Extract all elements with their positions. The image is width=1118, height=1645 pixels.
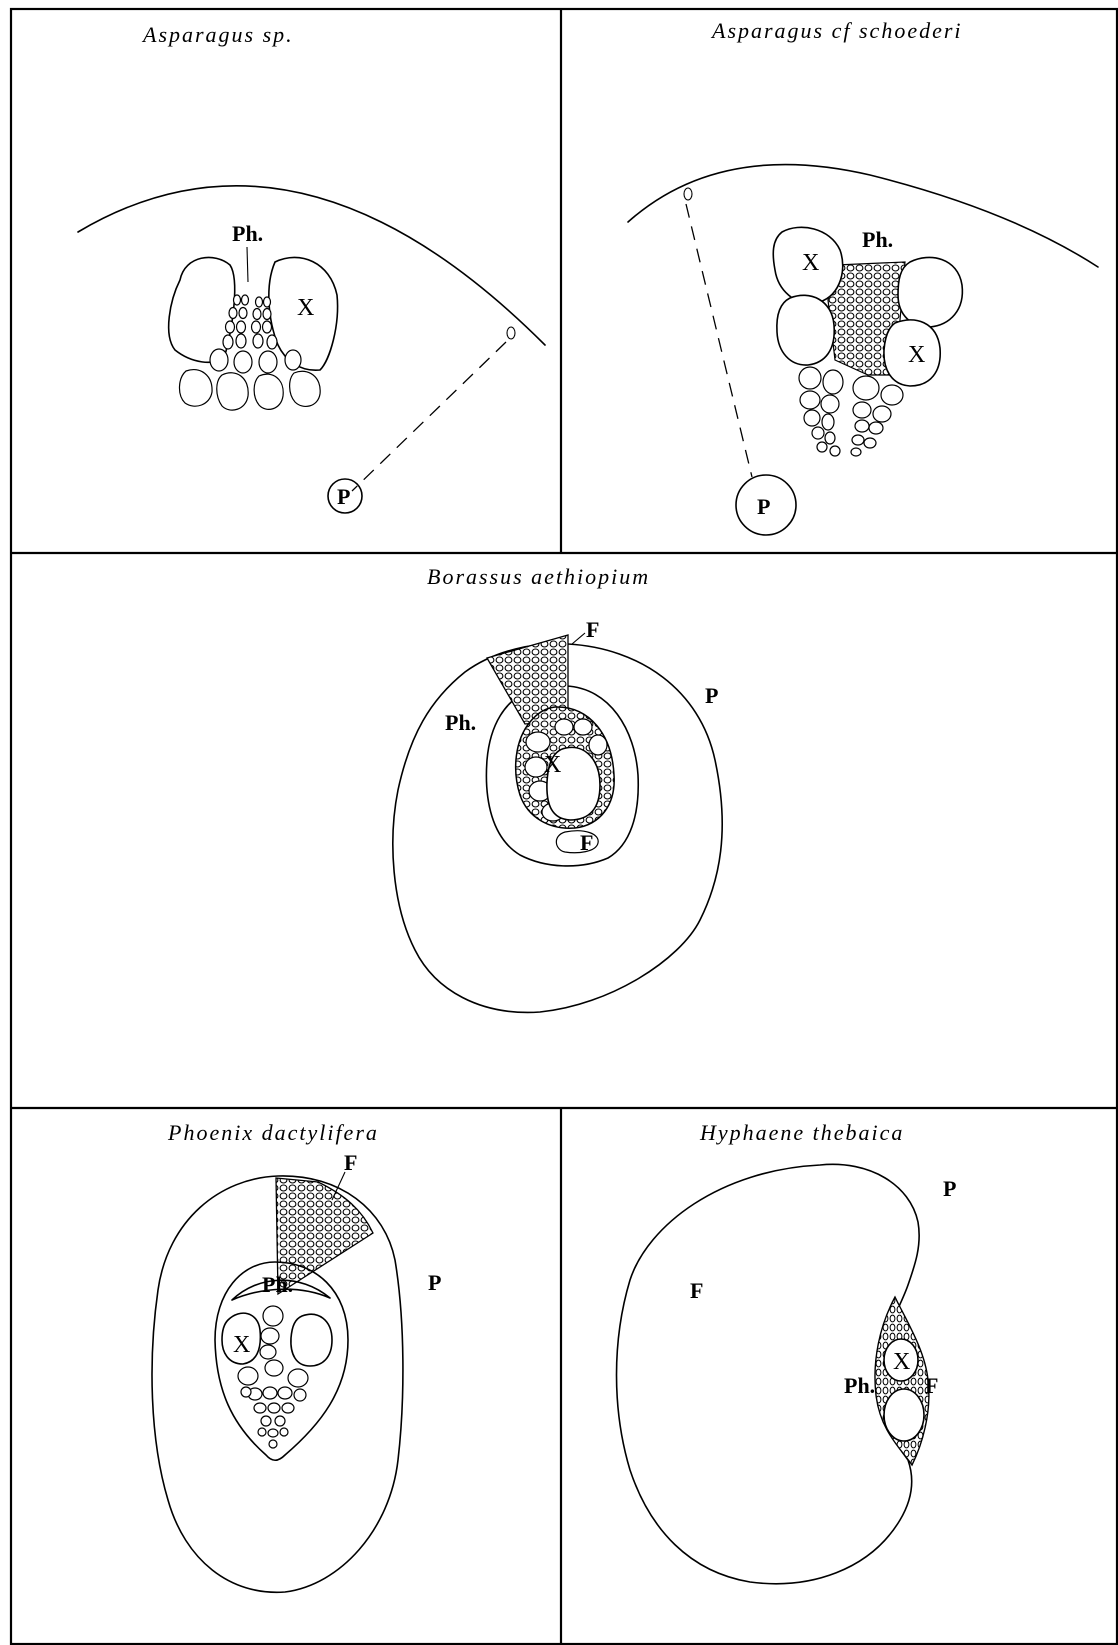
label-p: P [428,1270,441,1295]
label-x-1: X [802,250,819,276]
ph-leader [247,247,248,282]
panel-title: Borassus aethiopium [427,564,650,589]
bundle-marker [507,327,515,339]
label-ph: Ph. [445,710,476,735]
label-p: P [757,494,770,519]
label-ph: Ph. [232,221,263,246]
vascular-bundle [169,257,338,410]
label-ph: Ph. [844,1373,875,1398]
dash-leader [352,342,506,491]
label-f: F [344,1150,357,1175]
sclerenchyma-cells [179,370,320,410]
panel-title: Phoenix dactylifera [167,1120,379,1145]
label-f-2: F [925,1373,938,1398]
label-x: X [233,1332,250,1358]
panel-title: Asparagus sp. [141,22,294,47]
label-p: P [943,1176,956,1201]
label-f-1: F [690,1278,703,1303]
vascular-cells [222,1306,332,1448]
panel-title: Hyphaene thebaica [699,1120,904,1145]
label-x-2: X [908,342,925,368]
panel-title: Asparagus cf schoederi [710,18,963,43]
panel-hyphaene-thebaica: Hyphaene thebaica P F X Ph. F [617,1120,957,1584]
xylem-vessel [898,257,962,327]
sclerenchyma-cells [799,367,903,456]
label-x: X [297,295,314,321]
xylem-vessel [291,1314,332,1366]
label-p: P [337,484,350,509]
bundle-marker [684,188,692,200]
f-leader [572,633,585,644]
label-ph: Ph. [262,1272,293,1297]
dash-leader [686,204,752,477]
xylem-vessel [777,295,834,365]
label-x: X [544,752,561,778]
panel-phoenix-dactylifera: Phoenix dactylifera [152,1120,441,1592]
panel-asparagus-schoederi: Asparagus cf schoederi P [628,18,1098,535]
label-x: X [893,1349,910,1375]
label-f-2: F [580,830,593,855]
panel-asparagus-sp: Asparagus sp. [78,22,545,513]
label-ph: Ph. [862,227,893,252]
label-p: P [705,683,718,708]
xylem-vessel [884,1389,924,1441]
label-f-1: F [586,617,599,642]
panel-borassus-aethiopium: Borassus aethiopium F P Ph. X F [393,564,722,1012]
